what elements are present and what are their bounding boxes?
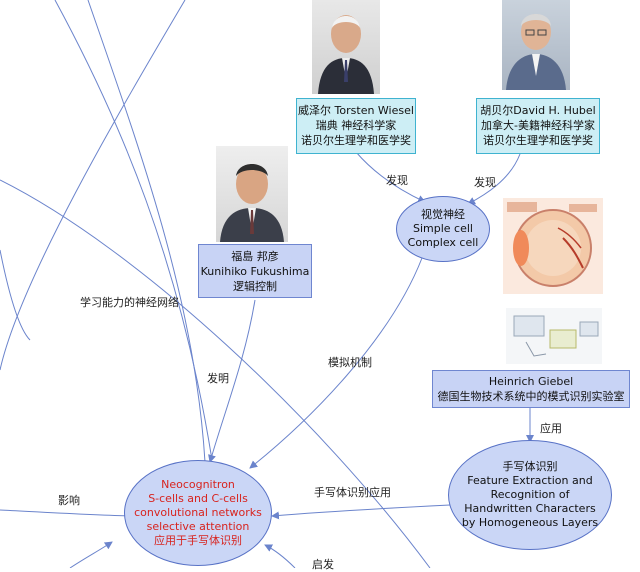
node-neocognitron[interactable]: Neocognitron S-cells and C-cells convolu… [124,460,272,566]
edge-handwriting-neocognitron [271,504,451,520]
node-line: 逻辑控制 [233,280,277,293]
node-handwriting-recognition[interactable]: 手写体识别 Feature Extraction and Recognition… [448,440,612,550]
photo-kunihiko-fukushima [216,146,288,242]
edge-hubel-visual [467,153,521,205]
image-lab-equipment [506,308,602,364]
edge-bottom-left [69,541,113,568]
edge-inspire [264,544,296,568]
node-line: 胡贝尔David H. Hubel [480,104,596,117]
edge-label-discover-left: 发现 [386,174,408,187]
node-line: 诺贝尔生理学和医学奖 [301,134,411,147]
edge-influence [0,509,133,517]
background-curve [87,0,206,463]
node-line: Kunihiko Fukushima [200,265,310,278]
node-visual-nerve[interactable]: 视觉神经 Simple cell Complex cell [396,196,490,262]
node-line: 德国生物技术系统中的模式识别实验室 [437,390,625,403]
node-line: 应用于手写体识别 [154,534,242,547]
edge-label-simulate: 模拟机制 [328,356,372,369]
edge-label-inspire: 启发 [312,558,334,571]
node-torsten-wiesel[interactable]: 威泽尔 Torsten Wiesel 瑞典 神经科学家 诺贝尔生理学和医学奖 [296,98,416,154]
node-line: 瑞典 神经科学家 [315,119,397,132]
node-line: Handwritten Characters [464,502,596,515]
photo-david-hubel [502,0,570,90]
edge-fukushima-neocognitron [208,299,256,463]
node-line: Neocognitron [161,478,235,491]
background-curve [0,179,431,568]
node-heinrich-giebel[interactable]: Heinrich Giebel 德国生物技术系统中的模式识别实验室 [432,370,630,408]
node-line: 威泽尔 Torsten Wiesel [298,104,414,117]
node-line: 手写体识别 [502,460,558,473]
image-eye-anatomy [503,198,603,294]
node-line: Complex cell [407,236,479,249]
edge-label-discover-right: 发现 [474,176,496,189]
background-curve [0,249,31,341]
photo-torsten-wiesel [312,0,380,94]
node-line: Feature Extraction and [467,474,593,487]
background-curve [54,0,213,461]
node-line: 视觉神经 [421,208,465,221]
node-line: 诺贝尔生理学和医学奖 [483,134,593,147]
edge-label-influence: 影响 [58,494,80,507]
edge-label-apply: 应用 [540,422,562,435]
node-line: convolutional networks [134,506,262,519]
node-line: 加拿大-美籍神经科学家 [481,119,595,132]
node-david-hubel[interactable]: 胡贝尔David H. Hubel 加拿大-美籍神经科学家 诺贝尔生理学和医学奖 [476,98,600,154]
node-line: by Homogeneous Layers [461,516,599,529]
edge-label-invent: 发明 [207,372,229,385]
node-line: Heinrich Giebel [488,375,574,388]
edge-label-learning-network: 学习能力的神经网络 [80,296,179,309]
node-kunihiko-fukushima[interactable]: 福島 邦彦 Kunihiko Fukushima 逻辑控制 [198,244,312,298]
node-line: Simple cell [413,222,473,235]
edge-label-handwriting-apply: 手写体识别应用 [314,486,391,499]
background-curve [0,0,186,371]
node-line: selective attention [146,520,250,533]
node-line: S-cells and C-cells [148,492,248,505]
node-line: 福島 邦彦 [231,250,279,263]
node-line: Recognition of [490,488,570,501]
edge-visual-neocognitron [249,257,423,469]
